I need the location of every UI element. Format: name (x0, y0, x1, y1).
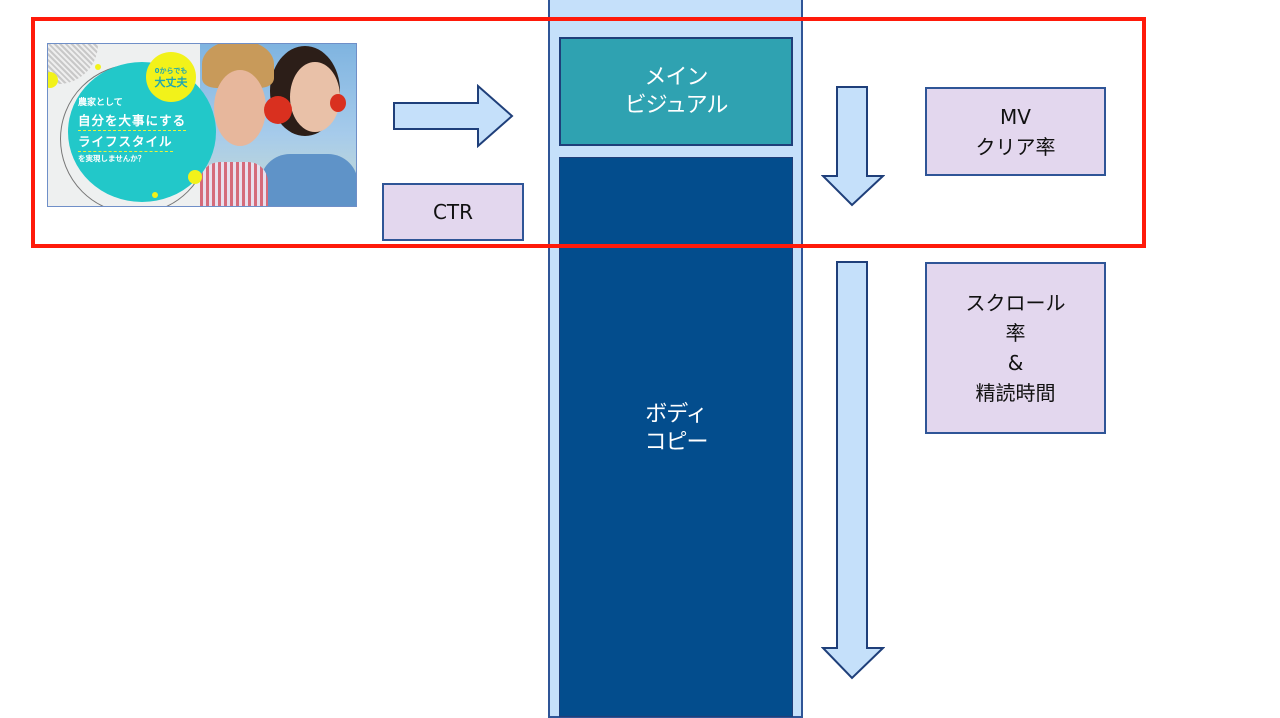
body-copy-block: ボディ コピー (559, 157, 793, 717)
main-visual-label-line2: ビジュアル (624, 92, 729, 118)
ctr-metric-box: CTR (382, 183, 524, 241)
badge: 0からでも 大丈夫 (146, 52, 196, 102)
tomato (264, 96, 292, 124)
scroll-label-line4: 精読時間 (975, 381, 1056, 405)
headline-line2: 自分を大事にする (78, 112, 187, 131)
down-arrow-icon (821, 86, 885, 207)
ad-banner-thumbnail: 農家として 自分を大事にする ライフスタイル を実現しませんか？ 0からでも 大… (47, 43, 357, 207)
headline-line3: ライフスタイル (78, 133, 173, 152)
main-visual-block: メイン ビジュアル (559, 37, 793, 146)
body-copy-label-line2: コピー (644, 430, 708, 455)
headline-line4: を実現しませんか？ (78, 154, 146, 163)
scroll-label-line2: 率 (1005, 321, 1026, 345)
banner-headline: 農家として 自分を大事にする ライフスタイル を実現しませんか？ (78, 96, 203, 166)
ctr-label: CTR (432, 200, 474, 224)
scroll-label-line1: スクロール (965, 291, 1066, 315)
mv-clear-label-line2: クリア率 (975, 134, 1056, 159)
down-arrow-icon (821, 261, 885, 680)
highlight-frame (31, 17, 1146, 248)
scroll-rate-box: スクロール 率 & 精読時間 (925, 262, 1106, 434)
body-copy-label-line1: ボディ (645, 402, 707, 427)
tomato (330, 94, 346, 112)
banner-photo (200, 44, 356, 206)
main-visual-label-line1: メイン (644, 64, 708, 90)
badge-line2: 大丈夫 (154, 76, 188, 89)
headline-line1: 農家として (78, 98, 123, 108)
mv-clear-label-line1: MV (1000, 104, 1031, 129)
mv-clear-rate-box: MV クリア率 (925, 87, 1106, 176)
badge-line1: 0からでも (154, 67, 188, 75)
right-arrow-icon (393, 84, 514, 148)
scroll-label-line3: & (1007, 351, 1024, 375)
